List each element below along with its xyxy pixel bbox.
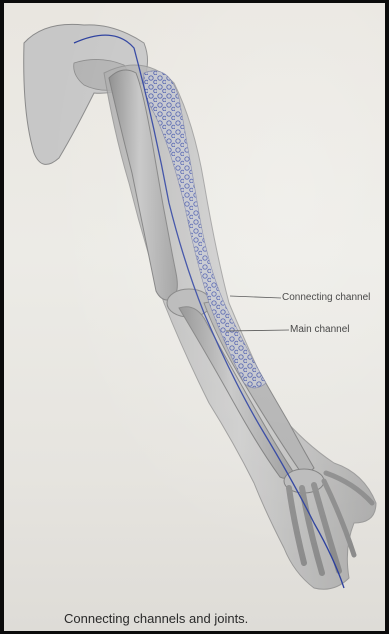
figure-caption: Connecting channels and joints. — [64, 611, 248, 626]
main-channel-label: Main channel — [290, 324, 349, 335]
connecting-channel-leader — [230, 296, 281, 298]
connecting-channel-label: Connecting channel — [282, 292, 370, 303]
arm-illustration — [4, 3, 385, 631]
book-page: Connecting channel Main channel Connecti… — [4, 3, 385, 631]
